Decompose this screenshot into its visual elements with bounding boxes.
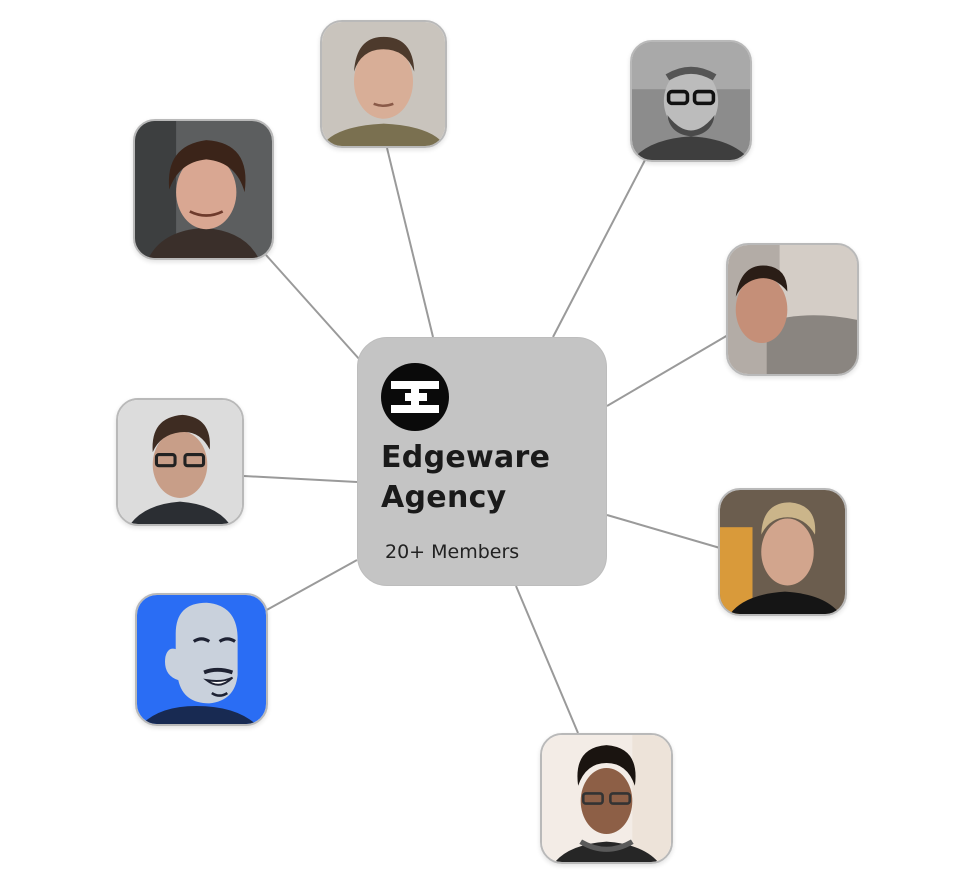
member-avatar[interactable] [726, 243, 859, 376]
agency-name: Edgeware Agency [381, 438, 596, 518]
edgeware-logo-icon [381, 363, 449, 431]
member-avatar-photo-icon [720, 490, 845, 614]
members-count: 20+ Members [385, 541, 520, 563]
connector-line [515, 585, 579, 734]
connector-line [243, 475, 358, 483]
member-avatar[interactable] [320, 20, 447, 148]
agency-card[interactable]: Edgeware Agency 20+ Members [357, 337, 607, 586]
member-avatar-photo-icon [728, 245, 857, 374]
member-avatar[interactable] [133, 119, 274, 260]
connector-line [606, 334, 729, 407]
connector-line [386, 147, 434, 338]
connector-line [552, 159, 646, 338]
connector-line [606, 514, 721, 549]
member-avatar-photo-icon [118, 400, 242, 524]
agency-name-line1: Edgeware [381, 440, 551, 475]
member-avatar-photo-icon [322, 22, 445, 146]
member-avatar[interactable] [718, 488, 847, 616]
agency-name-line2: Agency [381, 480, 507, 515]
member-avatar[interactable] [630, 40, 752, 162]
connector-line [265, 254, 361, 361]
member-avatar-photo-icon [542, 735, 671, 862]
member-avatar[interactable] [116, 398, 244, 526]
member-avatar-illustration-icon [137, 595, 266, 724]
member-avatar-photo-icon [632, 42, 750, 160]
member-avatar-photo-icon [135, 121, 272, 258]
member-avatar[interactable] [135, 593, 268, 726]
connector-line [262, 559, 358, 613]
member-avatar[interactable] [540, 733, 673, 864]
